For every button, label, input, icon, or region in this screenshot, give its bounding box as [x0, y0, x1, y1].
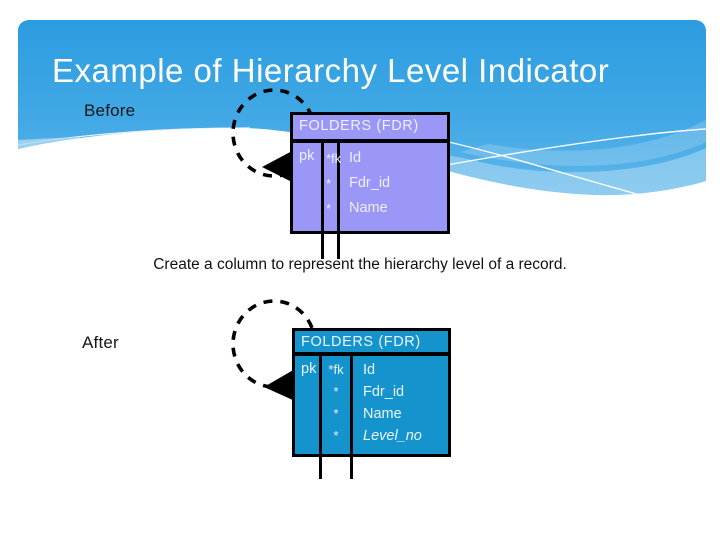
before-arrowhead-icon — [262, 150, 294, 183]
wave-hairline-right-up — [429, 128, 706, 169]
after-pk-column: pk — [295, 356, 322, 479]
banner-wave-shape — [18, 20, 706, 196]
key-marker: * — [326, 201, 332, 216]
key-marker: *fk — [328, 362, 344, 377]
before-pk-column: pk — [293, 143, 324, 259]
key-marker: * — [333, 428, 339, 443]
wave-hairline-right-down — [439, 139, 691, 196]
before-fk-column: *fk * * — [324, 143, 342, 259]
attribute-name: Id — [349, 150, 362, 166]
key-marker: * — [326, 176, 332, 191]
attribute-name: Name — [349, 200, 388, 216]
key-marker: *fk — [326, 151, 342, 166]
wave-overlay-band — [410, 148, 706, 196]
attribute-name: Fdr_id — [349, 175, 391, 191]
key-marker: * — [333, 384, 339, 399]
after-fk-column: *fk * * * — [322, 356, 353, 479]
after-entity-table: FOLDERS (FDR) pk *fk * * * Id Fdr_id Nam… — [292, 328, 451, 479]
before-entity-table: FOLDERS (FDR) pk *fk * * Id Fdr_id Name — [290, 112, 450, 259]
slide-title: Example of Hierarchy Level Indicator — [52, 52, 610, 89]
attribute-name-level-no: Level_no — [363, 428, 422, 444]
pk-label: pk — [299, 148, 315, 164]
wave-overlay-band-2 — [460, 120, 706, 166]
attribute-name: Fdr_id — [363, 384, 405, 400]
attribute-name: Name — [363, 406, 402, 422]
before-attribute-column: Id Fdr_id Name — [340, 143, 447, 259]
attribute-name: Id — [363, 362, 376, 378]
pk-label: pk — [301, 361, 317, 377]
after-label: After — [82, 333, 119, 352]
after-table-title: FOLDERS (FDR) — [295, 331, 448, 356]
before-table-title: FOLDERS (FDR) — [293, 115, 447, 143]
after-arrowhead-icon — [264, 369, 295, 401]
after-attribute-column: Id Fdr_id Name Level_no — [353, 356, 448, 479]
before-label: Before — [84, 101, 136, 120]
caption-text: Create a column to represent the hierarc… — [153, 256, 567, 273]
key-marker: * — [333, 406, 339, 421]
